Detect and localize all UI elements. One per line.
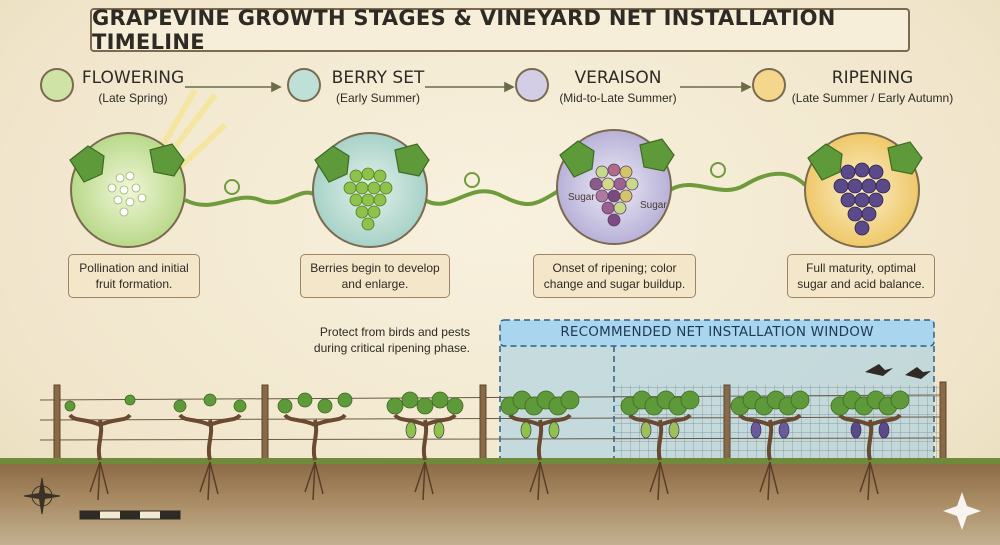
vine-plants bbox=[64, 390, 910, 501]
vine-roots bbox=[89, 461, 109, 501]
purple-grape-icon bbox=[752, 68, 786, 102]
vine-leaf bbox=[337, 392, 353, 408]
stage-season: (Mid-to-Late Summer) bbox=[559, 91, 677, 105]
net-window-label: RECOMMENDED NET INSTALLATION WINDOW bbox=[560, 324, 874, 340]
vine-trunk bbox=[178, 413, 242, 461]
vine-grape-bunch bbox=[640, 421, 652, 439]
leaves bbox=[69, 138, 923, 183]
vine-grape-bunch bbox=[668, 421, 680, 439]
vine-leaf bbox=[64, 400, 76, 412]
page-title: GRAPEVINE GROWTH STAGES & VINEYARD NET I… bbox=[92, 6, 836, 54]
stage-header-ripening: RIPENING (Late Summer / Early Autumn) bbox=[752, 66, 957, 110]
sugar-label-left: Sugar bbox=[568, 192, 595, 203]
compass-icon bbox=[23, 477, 61, 515]
stage-header-veraison: VERAISON (Mid-to-Late Summer) bbox=[515, 66, 685, 110]
vine-roots bbox=[759, 461, 779, 501]
vine-leaf bbox=[431, 391, 449, 409]
flower-cluster bbox=[107, 171, 147, 217]
vine-trunk bbox=[838, 413, 902, 461]
birds bbox=[865, 364, 931, 379]
vine-trunk bbox=[393, 413, 457, 461]
stage-header-berry-set: BERRY SET (Early Summer) bbox=[287, 66, 432, 110]
vine-grape-bunch bbox=[878, 421, 890, 439]
vine-trunk bbox=[628, 413, 692, 461]
vine-grape-bunch bbox=[405, 421, 417, 439]
soil bbox=[0, 462, 1000, 545]
stage-name: FLOWERING bbox=[81, 68, 185, 88]
vine-leaf bbox=[297, 392, 313, 408]
vine-grape-bunch bbox=[750, 421, 762, 439]
vine-leaf bbox=[446, 397, 464, 415]
green-grape-icon bbox=[287, 68, 321, 102]
stage-name: RIPENING bbox=[831, 68, 914, 88]
vine-leaf bbox=[203, 393, 217, 407]
vine-trunk bbox=[508, 413, 572, 461]
vine-leaf bbox=[560, 390, 580, 410]
scale-bar bbox=[79, 510, 181, 520]
vine-trunk bbox=[283, 413, 347, 461]
vine-roots bbox=[199, 461, 219, 501]
protect-note: Protect from birds and pests during crit… bbox=[313, 325, 470, 355]
stage-season: (Early Summer) bbox=[335, 91, 420, 105]
vine-leaf bbox=[890, 390, 910, 410]
connecting-vine bbox=[184, 171, 807, 207]
net-window-banner bbox=[499, 319, 935, 347]
vine-leaf bbox=[790, 390, 810, 410]
title-banner: GRAPEVINE GROWTH STAGES & VINEYARD NET I… bbox=[90, 6, 910, 54]
sparkle-icon bbox=[943, 492, 981, 530]
caption-berry-set: Berries begin to develop and enlarge. bbox=[300, 254, 450, 298]
vine-roots bbox=[859, 461, 879, 501]
green-grape-cluster bbox=[343, 167, 393, 231]
stage-season: (Late Summer / Early Autumn) bbox=[791, 91, 954, 105]
sugar-label-right: Sugar bbox=[640, 200, 667, 211]
vine-roots bbox=[529, 461, 549, 501]
vine-leaf bbox=[173, 399, 187, 413]
vine-trunk bbox=[738, 413, 802, 461]
veraison-grape-cluster bbox=[589, 163, 639, 227]
vine-leaf bbox=[317, 398, 333, 414]
vine-leaf bbox=[401, 391, 419, 409]
vine-grape-bunch bbox=[548, 421, 560, 439]
ripe-grape-cluster bbox=[833, 162, 891, 236]
stage-season: (Late Spring) bbox=[98, 91, 168, 105]
vine-grape-bunch bbox=[778, 421, 790, 439]
vine-leaf bbox=[680, 390, 700, 410]
vine-leaf bbox=[277, 398, 293, 414]
flower-icon bbox=[40, 68, 74, 102]
stage-name: BERRY SET bbox=[331, 68, 425, 88]
vine-trunk bbox=[68, 413, 132, 461]
caption-veraison: Onset of ripening; color change and suga… bbox=[533, 254, 696, 298]
vine-roots bbox=[649, 461, 669, 501]
vine-roots bbox=[304, 461, 324, 501]
stage-arrows bbox=[185, 81, 752, 93]
vine-roots bbox=[414, 461, 434, 501]
vine-leaf bbox=[233, 399, 247, 413]
stage-name: VERAISON bbox=[574, 68, 662, 88]
stage-header-flowering: FLOWERING (Late Spring) bbox=[40, 66, 190, 110]
vine-grape-bunch bbox=[850, 421, 862, 439]
vine-grape-bunch bbox=[433, 421, 445, 439]
vine-tendrils bbox=[224, 162, 726, 195]
caption-ripening: Full maturity, optimal sugar and acid ba… bbox=[787, 254, 935, 298]
mixed-grape-icon bbox=[515, 68, 549, 102]
vine-leaf bbox=[386, 397, 404, 415]
vine-leaf bbox=[124, 394, 136, 406]
vine-leaf bbox=[416, 397, 434, 415]
vine-grape-bunch bbox=[520, 421, 532, 439]
caption-flowering: Pollination and initial fruit formation. bbox=[68, 254, 200, 298]
